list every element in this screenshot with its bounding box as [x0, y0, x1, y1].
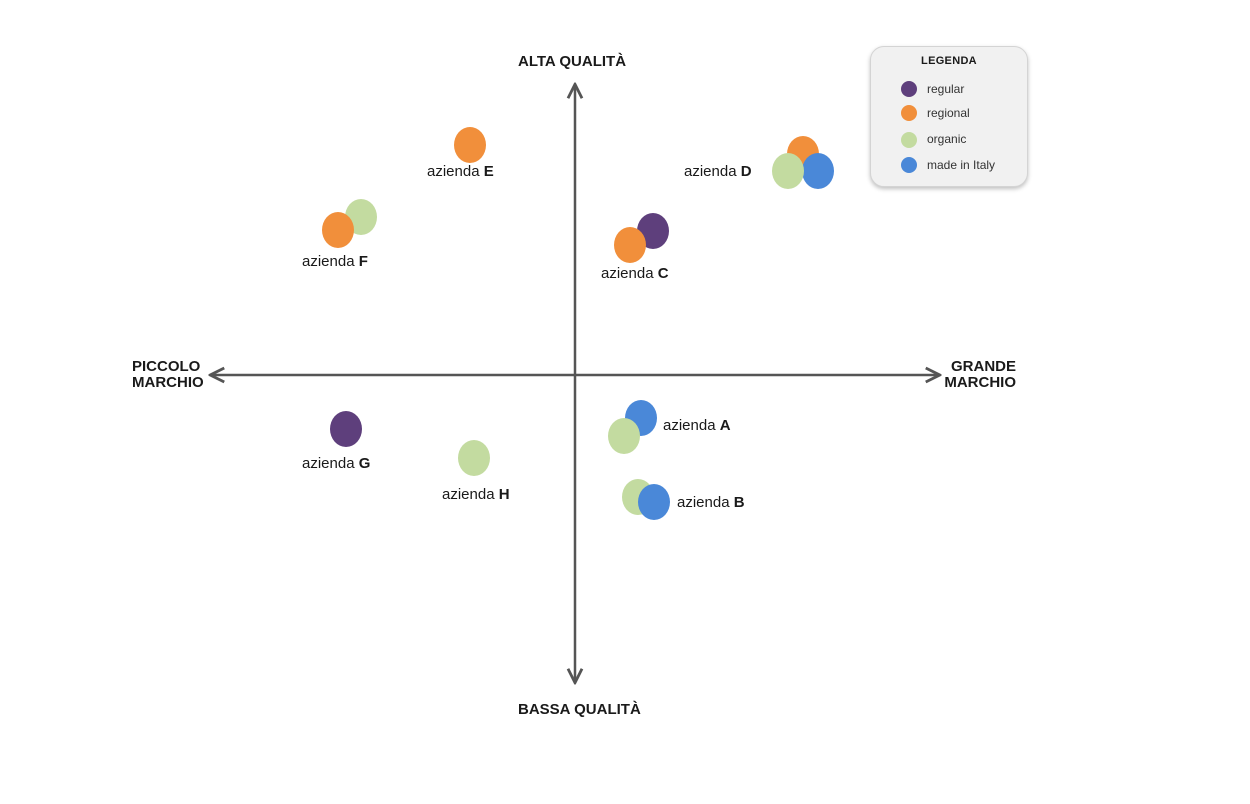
firm-label-h: azienda H	[442, 486, 510, 503]
legend-label-regular: regular	[927, 82, 965, 96]
bubble-e-regional	[454, 127, 486, 163]
firm-label-d: azienda D	[684, 163, 752, 180]
legend-label-organic: organic	[927, 132, 967, 146]
firm-label-a: azienda A	[663, 417, 731, 434]
bubble-g-regular	[330, 411, 362, 447]
firm-label-c: azienda C	[601, 265, 669, 282]
axis-label-left-line1: PICCOLO	[132, 358, 201, 375]
legend-label-regional: regional	[927, 106, 970, 120]
firm-label-e: azienda E	[427, 163, 494, 180]
bubble-d-made-in-italy	[802, 153, 834, 189]
axis-label-left-line2: MARCHIO	[132, 374, 204, 391]
axis-label-top: ALTA QUALITÀ	[518, 53, 627, 70]
axis-label-right-line2: MARCHIO	[944, 374, 1016, 391]
bubble-c-regional	[614, 227, 646, 263]
axis-label-right-line1: GRANDE	[950, 358, 1016, 375]
legend-dot-made-in-italy	[901, 157, 917, 173]
legend-label-made-in-italy: made in Italy	[927, 158, 996, 172]
legend: LEGENDA regular regional organic made in…	[870, 46, 1028, 187]
bubble-d-organic	[772, 153, 804, 189]
legend-dot-regional	[901, 105, 917, 121]
bubble-f-regional	[322, 212, 354, 248]
legend-dot-regular	[901, 81, 917, 97]
firm-label-f: azienda F	[302, 253, 368, 270]
bubble-a-organic	[608, 418, 640, 454]
axis-label-left: PICCOLO MARCHIO	[132, 359, 204, 391]
bubble-b-made-in-italy	[638, 484, 670, 520]
axis-label-right: GRANDE MARCHIO	[938, 359, 1016, 391]
legend-title: LEGENDA	[921, 55, 977, 67]
legend-dot-organic	[901, 132, 917, 148]
bubble-h-organic	[458, 440, 490, 476]
firm-label-b: azienda B	[677, 494, 745, 511]
firm-label-g: azienda G	[302, 455, 371, 472]
axis-label-bottom: BASSA QUALITÀ	[518, 701, 641, 718]
